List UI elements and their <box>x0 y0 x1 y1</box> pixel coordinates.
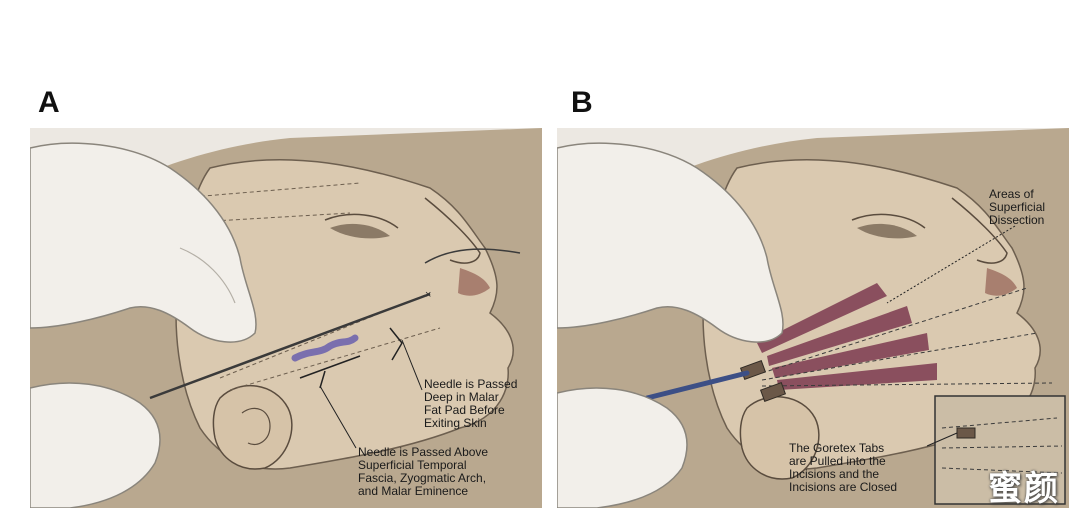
panel-a-illustration: × Needle is Passed Deep in Malar Fat Pad… <box>30 128 542 508</box>
nose <box>951 197 1008 264</box>
panel-b-drawing <box>557 128 1069 508</box>
glove-fold <box>179 247 236 304</box>
goretex-tab-2 <box>759 381 787 403</box>
upper-gloved-hand <box>557 142 784 343</box>
lower-gloved-hand <box>30 382 161 508</box>
ear-detail <box>241 407 271 446</box>
exit-point-mark: × <box>425 289 431 301</box>
panel-a-drawing: × <box>30 128 542 508</box>
bracket-above <box>299 355 361 389</box>
leader-tabs <box>926 432 958 447</box>
bracket-deep <box>389 327 403 361</box>
caption-needle-deep: Needle is Passed Deep in Malar Fat Pad B… <box>424 377 518 430</box>
guide-line-1 <box>179 182 361 199</box>
ear <box>212 384 293 470</box>
needle <box>149 292 431 400</box>
leader-dissection <box>886 225 1016 304</box>
panel-b-illustration: Areas of Superficial Dissection The Gore… <box>557 128 1069 508</box>
suture-path-1 <box>761 287 1028 374</box>
leader-above <box>319 385 357 449</box>
suture-path-2 <box>761 332 1038 381</box>
dissection-band-1 <box>757 283 887 353</box>
ear <box>739 396 820 480</box>
watermark-logo: 蜜颜 <box>988 469 1060 509</box>
needle-path-lower <box>229 327 441 391</box>
inset-suture-lines <box>941 417 1063 474</box>
inset-closeup <box>934 395 1066 505</box>
needle-path-upper <box>219 292 431 379</box>
caption-needle-above: Needle is Passed Above Superficial Tempo… <box>358 445 489 498</box>
lips <box>458 268 490 296</box>
panel-a-label: A <box>38 86 60 119</box>
surgical-instrument <box>644 370 750 401</box>
caption-goretex-tabs: The Goretex Tabs are Pulled into the Inc… <box>789 441 898 494</box>
nose <box>424 197 481 264</box>
suture-path-3 <box>761 382 1053 387</box>
dissection-band-2 <box>767 306 912 366</box>
needle-track <box>291 334 359 362</box>
leader-deep <box>401 339 423 391</box>
eye <box>330 223 390 239</box>
suture-thread <box>424 248 521 264</box>
upper-gloved-hand <box>30 142 257 343</box>
inset-tab <box>956 427 976 439</box>
eyelid <box>851 213 926 229</box>
lower-gloved-hand <box>557 387 688 508</box>
eyelid <box>324 213 399 229</box>
caption-superficial-dissection: Areas of Superficial Dissection <box>989 187 1046 227</box>
dissection-band-4 <box>777 363 937 390</box>
dissection-band-3 <box>772 333 929 378</box>
lips <box>985 268 1017 296</box>
panel-b-label: B <box>571 86 593 119</box>
eye <box>857 223 917 239</box>
